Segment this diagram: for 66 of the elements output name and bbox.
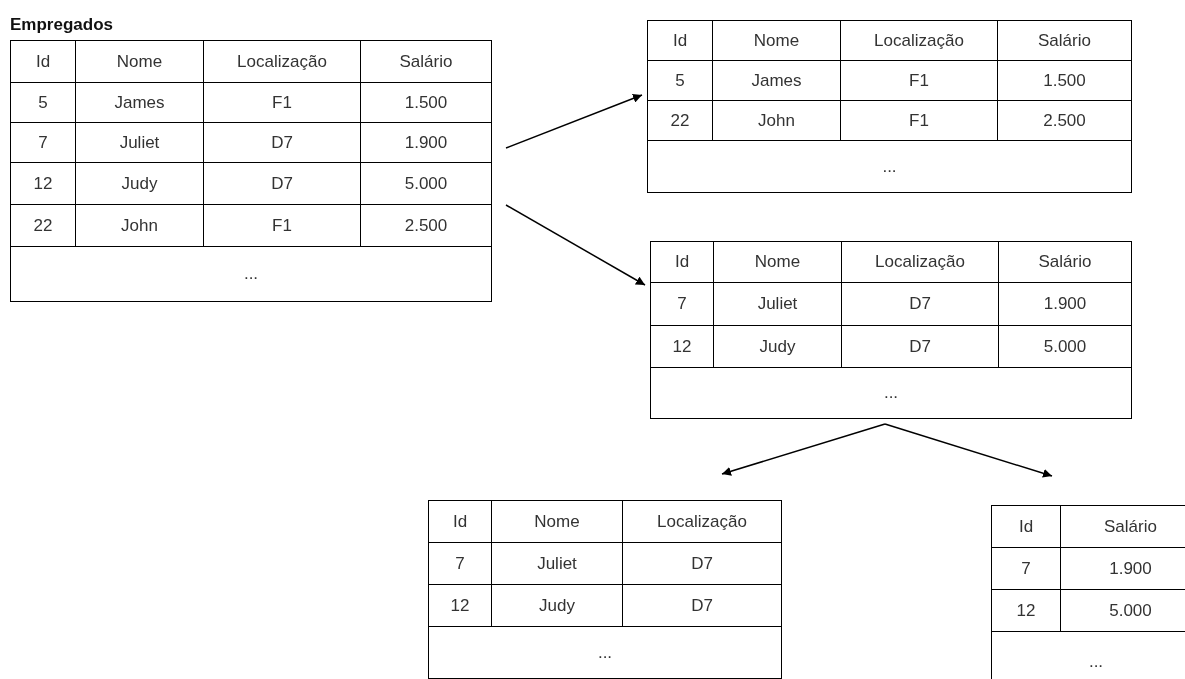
table-cell: 1.900 bbox=[998, 282, 1132, 326]
table-cell: 2.500 bbox=[997, 100, 1132, 141]
table-cell: Judy bbox=[491, 584, 623, 627]
table-cell: F1 bbox=[203, 204, 361, 247]
table-cell: 22 bbox=[10, 204, 76, 247]
column-header: Nome bbox=[713, 241, 842, 283]
table-cell: Juliet bbox=[713, 282, 842, 326]
table-cell: 5 bbox=[647, 60, 713, 101]
column-header: Localização bbox=[622, 500, 782, 543]
table-title: Empregados bbox=[9, 14, 114, 36]
table-cell: 5.000 bbox=[998, 325, 1132, 368]
table-cell: ... bbox=[10, 246, 492, 302]
table-cell: 22 bbox=[647, 100, 713, 141]
table-cell: D7 bbox=[203, 122, 361, 163]
table-cell: Juliet bbox=[491, 542, 623, 585]
table-cell: 12 bbox=[10, 162, 76, 205]
arrow bbox=[505, 94, 643, 149]
table-cell: 7 bbox=[991, 547, 1061, 590]
column-header: Id bbox=[428, 500, 492, 543]
table-cell: 1.900 bbox=[360, 122, 492, 163]
arrow bbox=[884, 423, 1053, 478]
table-cell: D7 bbox=[203, 162, 361, 205]
table-cell: D7 bbox=[841, 325, 999, 368]
table-cell: 12 bbox=[991, 589, 1061, 632]
table-cell: John bbox=[712, 100, 841, 141]
column-header: Id bbox=[991, 505, 1061, 548]
table-cell: ... bbox=[647, 140, 1132, 193]
table-cell: 2.500 bbox=[360, 204, 492, 247]
column-header: Salário bbox=[998, 241, 1132, 283]
column-header: Salário bbox=[997, 20, 1132, 61]
table-cell: 12 bbox=[428, 584, 492, 627]
column-header: Id bbox=[647, 20, 713, 61]
table-cell: 12 bbox=[650, 325, 714, 368]
column-header: Salário bbox=[360, 40, 492, 83]
table-cell: D7 bbox=[841, 282, 999, 326]
table-cell: ... bbox=[428, 626, 782, 679]
column-header: Id bbox=[650, 241, 714, 283]
table-cell: John bbox=[75, 204, 204, 247]
column-header: Localização bbox=[841, 241, 999, 283]
table-cell: 7 bbox=[650, 282, 714, 326]
table-cell: 1.500 bbox=[997, 60, 1132, 101]
table-cell: F1 bbox=[203, 82, 361, 123]
column-header: Localização bbox=[840, 20, 998, 61]
table-cell: Judy bbox=[713, 325, 842, 368]
table-cell: F1 bbox=[840, 60, 998, 101]
table-cell: ... bbox=[650, 367, 1132, 419]
table-cell: Juliet bbox=[75, 122, 204, 163]
column-header: Salário bbox=[1060, 505, 1185, 548]
table-cell: 5 bbox=[10, 82, 76, 123]
table-cell: Judy bbox=[75, 162, 204, 205]
table-cell: 7 bbox=[428, 542, 492, 585]
table-cell: 1.500 bbox=[360, 82, 492, 123]
table-cell: F1 bbox=[840, 100, 998, 141]
column-header: Id bbox=[10, 40, 76, 83]
column-header: Nome bbox=[491, 500, 623, 543]
column-header: Nome bbox=[75, 40, 204, 83]
table-cell: 5.000 bbox=[360, 162, 492, 205]
table-cell: James bbox=[75, 82, 204, 123]
table-cell: James bbox=[712, 60, 841, 101]
column-header: Localização bbox=[203, 40, 361, 83]
arrow bbox=[505, 204, 646, 286]
table-cell: D7 bbox=[622, 542, 782, 585]
column-header: Nome bbox=[712, 20, 841, 61]
arrow bbox=[721, 423, 886, 476]
table-cell: D7 bbox=[622, 584, 782, 627]
table-cell: 7 bbox=[10, 122, 76, 163]
